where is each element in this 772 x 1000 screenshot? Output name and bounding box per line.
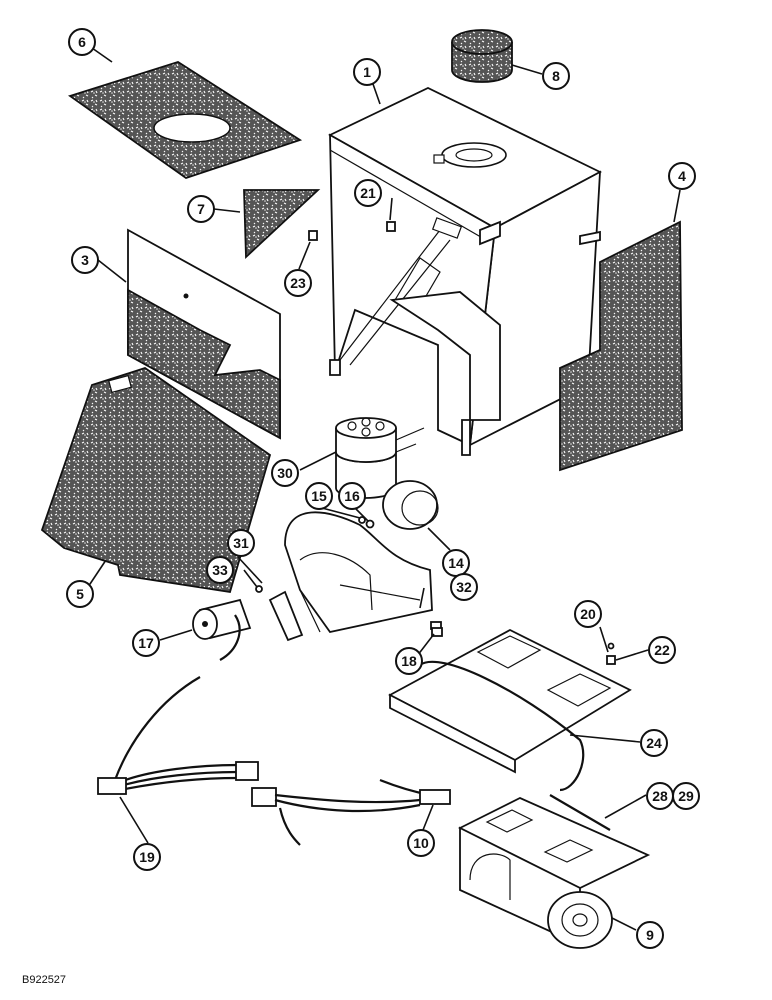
callout-33: 33 <box>206 556 234 584</box>
insulation-pad-top <box>67 61 303 179</box>
svg-text:9: 9 <box>646 927 654 943</box>
svg-text:3: 3 <box>81 252 89 268</box>
svg-text:29: 29 <box>678 788 694 804</box>
callout-5: 5 <box>66 580 94 608</box>
callout-3: 3 <box>71 246 99 274</box>
document-id: B922527 <box>22 974 67 986</box>
svg-text:1: 1 <box>363 64 371 80</box>
callout-9: 9 <box>636 921 664 949</box>
svg-text:21: 21 <box>360 185 376 201</box>
insulation-floor <box>40 367 272 594</box>
callout-28: 28 <box>646 782 674 810</box>
rod <box>549 794 611 831</box>
callout-14: 14 <box>442 549 470 577</box>
insulation-panel-right <box>559 220 683 472</box>
svg-text:30: 30 <box>277 465 293 481</box>
svg-text:19: 19 <box>139 849 155 865</box>
svg-text:17: 17 <box>138 635 154 651</box>
wire-harness <box>97 676 451 846</box>
callout-18: 18 <box>395 647 423 675</box>
clip-part-21 <box>386 221 396 232</box>
svg-text:8: 8 <box>552 68 560 84</box>
callout-32: 32 <box>450 573 478 601</box>
insulation-triangle <box>243 189 321 260</box>
svg-text:33: 33 <box>212 562 228 578</box>
insulation-panel-left <box>127 228 281 440</box>
svg-text:23: 23 <box>290 275 306 291</box>
svg-text:24: 24 <box>646 735 662 751</box>
callout-31: 31 <box>227 529 255 557</box>
svg-text:5: 5 <box>76 586 84 602</box>
callout-10: 10 <box>407 829 435 857</box>
callout-19: 19 <box>133 843 161 871</box>
svg-text:15: 15 <box>311 488 327 504</box>
callout-24: 24 <box>640 729 668 757</box>
callout-21: 21 <box>354 179 382 207</box>
grommet <box>431 627 443 637</box>
duct-tray <box>388 628 632 792</box>
svg-text:6: 6 <box>78 34 86 50</box>
callout-17: 17 <box>132 629 160 657</box>
callout-22: 22 <box>648 636 676 664</box>
callout-8: 8 <box>542 62 570 90</box>
svg-text:18: 18 <box>401 653 417 669</box>
svg-text:20: 20 <box>580 606 596 622</box>
svg-text:16: 16 <box>344 488 360 504</box>
svg-text:22: 22 <box>654 642 670 658</box>
svg-text:7: 7 <box>197 201 205 217</box>
clip-part-23 <box>308 230 318 241</box>
nut-part-15 <box>358 516 366 524</box>
blower-ring <box>382 480 439 530</box>
heater-housing <box>328 87 602 456</box>
svg-text:31: 31 <box>233 535 249 551</box>
callout-6: 6 <box>68 28 96 56</box>
callout-1: 1 <box>353 58 381 86</box>
blower-motor <box>192 598 252 661</box>
callout-30: 30 <box>271 459 299 487</box>
svg-text:14: 14 <box>448 555 464 571</box>
screw-part-33 <box>255 585 263 593</box>
washer-part-16 <box>365 519 375 529</box>
callout-16: 16 <box>338 482 366 510</box>
callout-7: 7 <box>187 195 215 223</box>
callout-29: 29 <box>672 782 700 810</box>
svg-text:32: 32 <box>456 579 472 595</box>
gasket <box>268 590 304 642</box>
callout-23: 23 <box>284 269 312 297</box>
svg-text:10: 10 <box>413 835 429 851</box>
svg-text:28: 28 <box>652 788 668 804</box>
svg-text:4: 4 <box>678 168 686 184</box>
round-filter <box>451 29 513 83</box>
blower-assembly <box>457 797 651 949</box>
blower-scroll-housing <box>284 511 442 634</box>
callout-15: 15 <box>305 482 333 510</box>
callout-4: 4 <box>668 162 696 190</box>
callout-20: 20 <box>574 600 602 628</box>
